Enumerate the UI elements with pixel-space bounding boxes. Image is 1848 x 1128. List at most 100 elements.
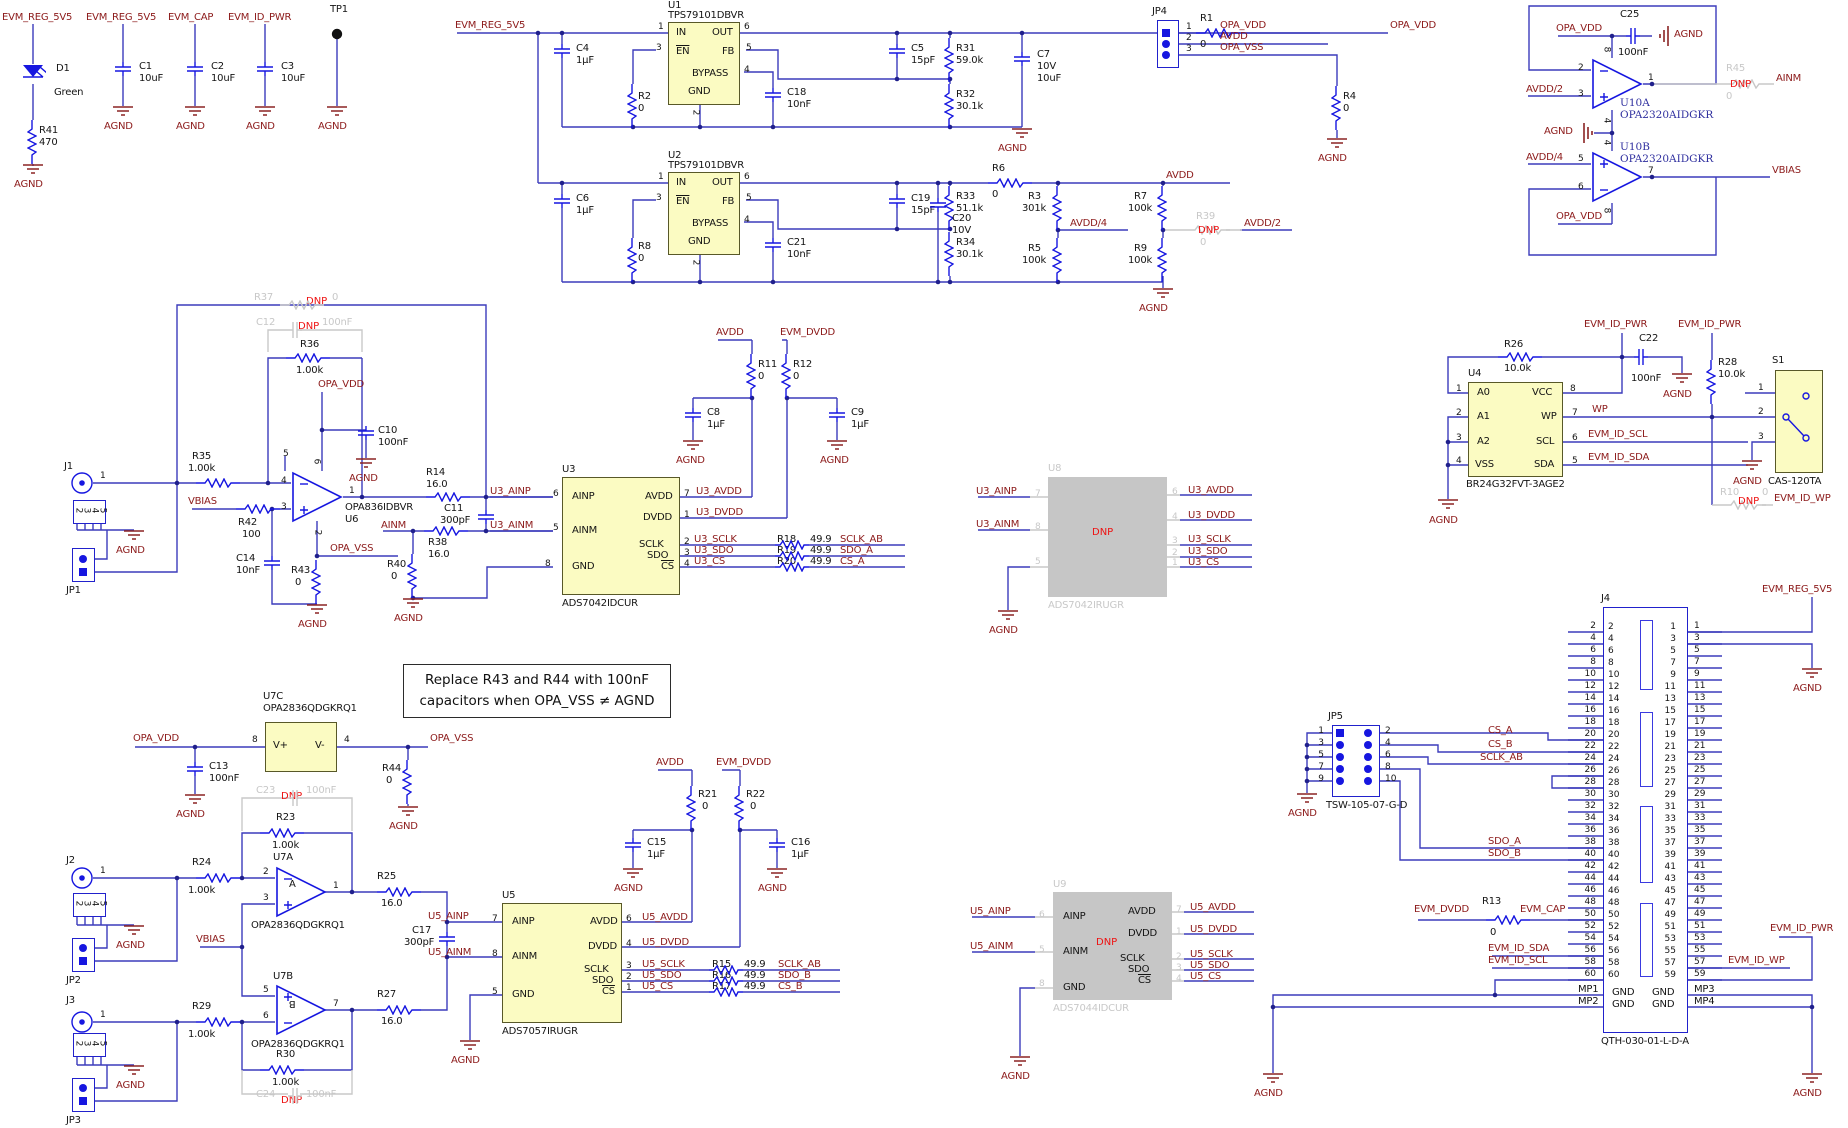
resistor[interactable] [402, 760, 412, 804]
resistor[interactable] [1052, 238, 1062, 282]
resistor[interactable] [988, 178, 1032, 188]
led-diode[interactable] [20, 64, 46, 84]
capacitor[interactable] [554, 44, 570, 58]
testpoint[interactable] [331, 28, 343, 40]
capacitor[interactable] [889, 44, 905, 58]
ic-U5[interactable] [502, 903, 622, 1023]
resistor[interactable] [1706, 360, 1716, 404]
connector-shield[interactable] [73, 500, 106, 524]
resistor[interactable] [1196, 28, 1240, 38]
capacitor[interactable] [1626, 28, 1640, 44]
resistor[interactable] [746, 354, 756, 398]
dnp-capacitor[interactable] [288, 790, 302, 806]
resistor[interactable] [286, 353, 330, 363]
capacitor[interactable] [765, 88, 781, 102]
resistor[interactable] [377, 1005, 421, 1015]
resistor[interactable] [426, 492, 470, 502]
dnp-resistor[interactable] [1724, 79, 1768, 89]
capacitor[interactable] [1634, 349, 1648, 365]
switch-contacts[interactable] [1778, 392, 1814, 442]
resistor[interactable] [1052, 186, 1062, 230]
header-JP1[interactable] [72, 548, 95, 582]
dnp-resistor[interactable] [1722, 500, 1766, 510]
resistor[interactable] [196, 873, 240, 883]
resistor[interactable] [236, 504, 280, 514]
resistor[interactable] [311, 560, 321, 604]
opamp-U7B[interactable] [275, 984, 327, 1036]
resistor[interactable] [260, 1065, 304, 1075]
dnp-resistor[interactable] [280, 300, 324, 310]
ic-U2[interactable] [668, 172, 740, 255]
capacitor[interactable] [478, 510, 494, 524]
connector-shield[interactable] [73, 893, 106, 917]
resistor[interactable] [1486, 915, 1530, 925]
resistor[interactable] [196, 1017, 240, 1027]
dnp-capacitor[interactable] [288, 1088, 302, 1104]
resistor[interactable] [424, 526, 468, 536]
resistor[interactable] [407, 554, 417, 598]
pin-number: 4 [1176, 974, 1182, 984]
switch-S1[interactable] [1775, 370, 1823, 473]
resistor[interactable] [775, 540, 809, 550]
resistor[interactable] [709, 987, 743, 997]
header-JP2[interactable] [72, 938, 95, 972]
capacitor[interactable] [765, 238, 781, 252]
capacitor[interactable] [889, 194, 905, 208]
opamp-U6[interactable] [291, 471, 343, 523]
capacitor[interactable] [115, 62, 131, 76]
capacitor[interactable] [930, 198, 946, 212]
resistor[interactable] [377, 887, 421, 897]
resistor[interactable] [27, 120, 37, 164]
coax-connector[interactable] [69, 1009, 95, 1035]
resistor[interactable] [775, 551, 809, 561]
capacitor[interactable] [554, 194, 570, 208]
coax-connector[interactable] [69, 470, 95, 496]
resistor[interactable] [944, 38, 954, 82]
resistor[interactable] [627, 84, 637, 128]
header-JP5[interactable] [1332, 725, 1380, 797]
resistor[interactable] [775, 562, 809, 572]
capacitor[interactable] [685, 408, 701, 422]
dnp-resistor[interactable] [1186, 225, 1230, 235]
resistor[interactable] [1157, 238, 1167, 282]
resistor[interactable] [1331, 86, 1341, 130]
resistor[interactable] [627, 238, 637, 282]
resistor[interactable] [686, 786, 696, 830]
capacitor[interactable] [264, 556, 280, 570]
ic-U9-dnp[interactable] [1053, 892, 1172, 1000]
ic-U4[interactable] [1468, 382, 1563, 477]
ic-U3[interactable] [562, 477, 680, 595]
resistor[interactable] [734, 786, 744, 830]
ic-U7C[interactable] [265, 722, 337, 772]
opamp-U10B[interactable] [1591, 151, 1643, 203]
capacitor[interactable] [1014, 52, 1030, 66]
pin-marker [1162, 29, 1170, 37]
capacitor[interactable] [257, 62, 273, 76]
opamp-U7A[interactable] [275, 866, 327, 918]
ic-U8-dnp[interactable] [1048, 477, 1167, 597]
capacitor[interactable] [187, 62, 203, 76]
resistor[interactable] [709, 965, 743, 975]
resistor[interactable] [781, 354, 791, 398]
resistor[interactable] [196, 478, 240, 488]
capacitor[interactable] [829, 408, 845, 422]
ic-U1[interactable] [668, 22, 740, 105]
resistor[interactable] [709, 976, 743, 986]
capacitor[interactable] [769, 838, 785, 852]
capacitor[interactable] [358, 426, 374, 440]
j4-pin-number: 9 [1694, 669, 1700, 679]
capacitor[interactable] [439, 932, 455, 946]
capacitor[interactable] [187, 762, 203, 776]
resistor[interactable] [260, 828, 304, 838]
opamp-U10A[interactable] [1591, 58, 1643, 110]
resistor[interactable] [1157, 186, 1167, 230]
resistor[interactable] [944, 186, 954, 230]
resistor[interactable] [1498, 352, 1542, 362]
resistor[interactable] [944, 84, 954, 128]
connector-shield[interactable] [73, 1033, 106, 1057]
dnp-capacitor[interactable] [288, 322, 302, 338]
resistor[interactable] [944, 232, 954, 276]
capacitor[interactable] [625, 838, 641, 852]
coax-connector[interactable] [69, 865, 95, 891]
header-JP3[interactable] [72, 1078, 95, 1112]
